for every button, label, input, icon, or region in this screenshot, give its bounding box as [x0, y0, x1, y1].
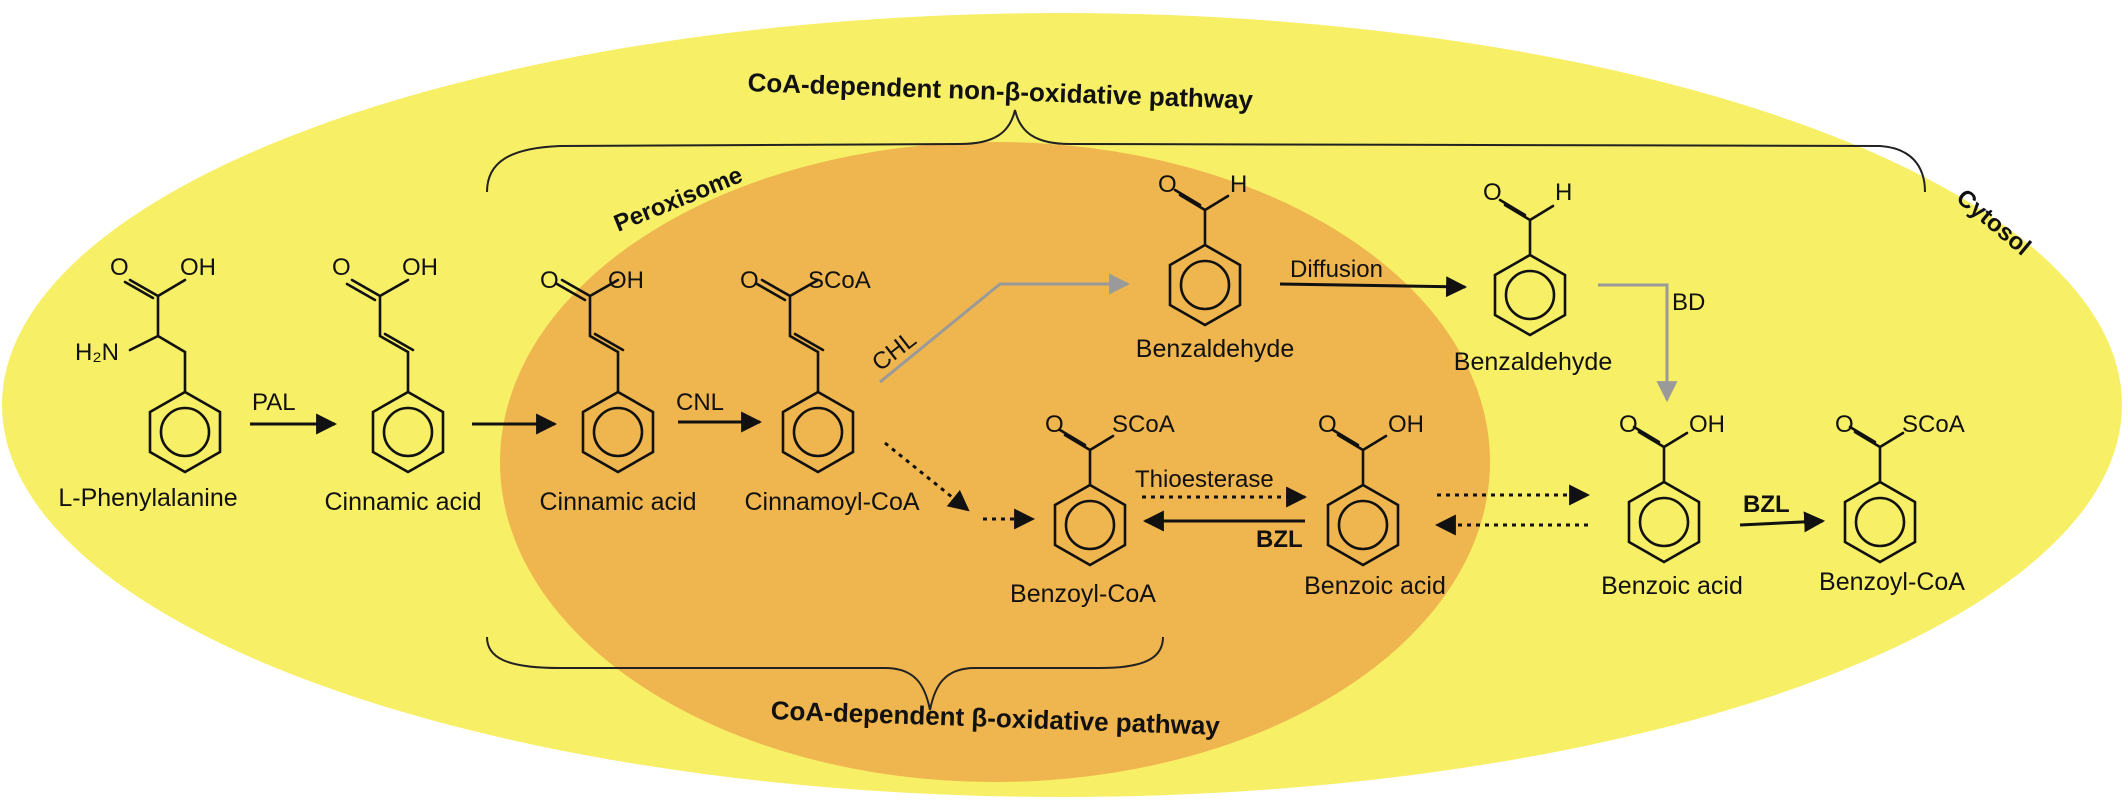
arrow-right-icon [1739, 511, 1826, 533]
cinnamic-cyt-sidechain [345, 278, 415, 394]
bzc1-scoa: SCoA [1112, 411, 1175, 438]
bzc2-scoa: SCoA [1902, 411, 1965, 438]
label-benzaldehyde-cyt: Benzaldehyde [1454, 348, 1612, 376]
label-benzoic-acid-per: Benzoic acid [1304, 572, 1446, 600]
cinn1-o: O [332, 254, 351, 281]
label-benzaldehyde-per: Benzaldehyde [1136, 335, 1294, 363]
benzoic-per-sidechain [1331, 428, 1388, 487]
enzyme-pal: PAL [252, 389, 296, 416]
bza2-o: O [1619, 411, 1638, 438]
enzyme-thioesterase: Thioesterase [1135, 466, 1274, 493]
benzene-ring-icon [1326, 483, 1400, 567]
phe-o: O [110, 254, 129, 281]
enzyme-diffusion: Diffusion [1290, 256, 1383, 283]
bottom-pathway-brace [486, 636, 1164, 711]
benzaldehyde-per-sidechain [1173, 188, 1230, 247]
top-pathway-brace [486, 109, 1926, 193]
phe-oh: OH [180, 254, 216, 281]
arrow-right-icon [879, 273, 1131, 384]
benzoyl-coa-cyt-sidechain [1848, 425, 1905, 484]
arrow-right-icon [1598, 283, 1678, 403]
benzene-ring-icon [1843, 480, 1917, 564]
phe-h2n: H₂N [75, 339, 119, 366]
bz1-h: H [1230, 171, 1247, 198]
bza1-oh: OH [1388, 411, 1424, 438]
label-cinnamic-acid-per: Cinnamic acid [539, 488, 696, 516]
l-phenylalanine-sidechain [123, 278, 187, 394]
label-benzoyl-coa-per: Benzoyl-CoA [1010, 580, 1156, 608]
bz2-h: H [1555, 179, 1572, 206]
cinn2-o: O [540, 267, 559, 294]
enzyme-bzl-cyt: BZL [1743, 491, 1790, 518]
benzene-ring-icon [1493, 253, 1567, 337]
bza2-oh: OH [1689, 411, 1725, 438]
label-l-phenylalanine: L-Phenylalanine [58, 484, 237, 512]
label-benzoic-acid-cyt: Benzoic acid [1601, 572, 1743, 600]
enzyme-cnl: CNL [676, 389, 724, 416]
benzene-ring-icon [1627, 480, 1701, 564]
bz2-o: O [1483, 179, 1502, 206]
cinn2-oh: OH [608, 267, 644, 294]
label-cinnamoyl-coa: Cinnamoyl-CoA [744, 488, 919, 516]
enzyme-bd: BD [1672, 289, 1705, 316]
bzc1-o: O [1045, 411, 1064, 438]
bza1-o: O [1318, 411, 1337, 438]
benzoyl-coa-per-sidechain [1058, 428, 1115, 487]
peroxisome-compartment [500, 142, 1490, 782]
bz1-o: O [1158, 171, 1177, 198]
benzaldehyde-cyt-sidechain [1498, 198, 1555, 257]
cnc-o: O [740, 267, 759, 294]
arrow-right-icon [1279, 276, 1468, 298]
benzoic-cyt-sidechain [1632, 425, 1689, 484]
cnc-scoa: SCoA [808, 267, 871, 294]
benzene-ring-icon [781, 390, 855, 474]
bzc2-o: O [1835, 411, 1854, 438]
watermark: CSDN @让学习成为一种生活方式 [1572, 756, 2118, 797]
cinnamoyl-coa-sidechain [755, 278, 825, 394]
benzene-ring-icon [148, 390, 222, 474]
benzene-ring-icon [581, 390, 655, 474]
benzene-ring-icon [1168, 243, 1242, 327]
enzyme-bzl-per: BZL [1256, 526, 1303, 553]
cinnamic-per-sidechain [555, 278, 625, 394]
benzene-ring-icon [1053, 483, 1127, 567]
benzene-ring-icon [371, 390, 445, 474]
cinn1-oh: OH [402, 254, 438, 281]
label-cinnamic-acid-cyt: Cinnamic acid [324, 488, 481, 516]
label-benzoyl-coa-cyt: Benzoyl-CoA [1819, 568, 1965, 596]
